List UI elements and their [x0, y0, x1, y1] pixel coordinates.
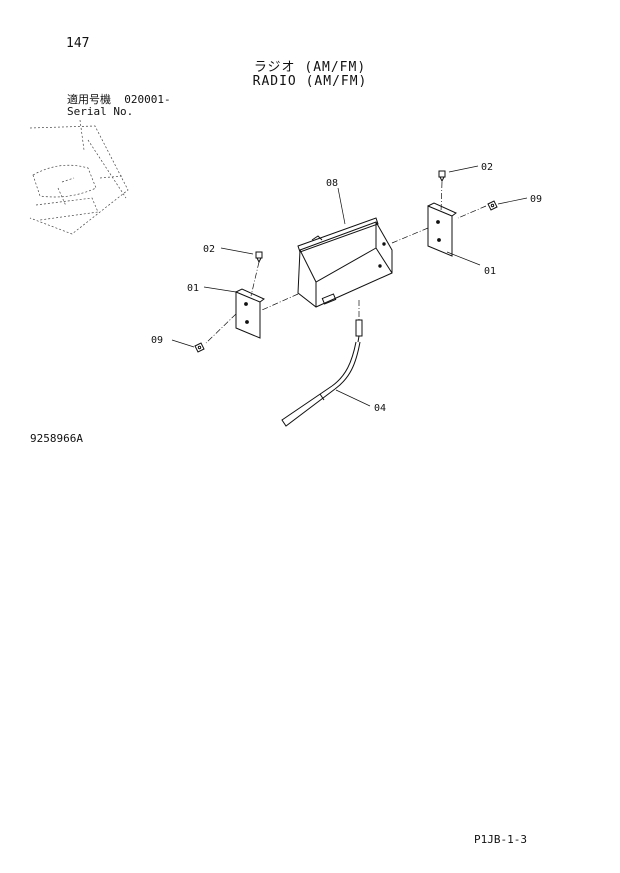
- callout-09-right: 09: [530, 194, 542, 205]
- bracket-left: [235, 288, 265, 339]
- locator-cab-sketch: [29, 119, 129, 235]
- bracket-right: [427, 202, 457, 257]
- callout-09-left: 09: [151, 335, 163, 346]
- callout-04: 04: [374, 403, 386, 414]
- callout-02-left: 02: [203, 244, 215, 255]
- serial-label-en: Serial No.: [67, 105, 134, 118]
- nut-right: [487, 200, 498, 211]
- serial-block: 適用号機 020001- Serial No.: [67, 94, 171, 118]
- page-number: 147: [66, 36, 90, 51]
- antenna-cable: [281, 319, 363, 427]
- serial-range: 020001-: [124, 93, 171, 106]
- callout-01-left: 01: [187, 283, 199, 294]
- bolt-right: [438, 170, 446, 183]
- page-reference: P1JB-1-3: [474, 833, 527, 846]
- callout-01-right: 01: [484, 266, 496, 277]
- callout-08: 08: [326, 178, 338, 189]
- serial-row-jp: 適用号機 020001-: [67, 94, 171, 106]
- nut-left: [194, 342, 205, 353]
- serial-label-jp: 適用号機: [67, 93, 111, 106]
- bolt-left: [255, 251, 263, 264]
- radio-housing: [297, 217, 393, 308]
- callout-leaders: [171, 165, 528, 407]
- assembly-centerlines: [205, 181, 487, 344]
- callout-02-right: 02: [481, 162, 493, 173]
- title-english: RADIO (AM/FM): [252, 74, 368, 89]
- figure-number: 9258966A: [30, 432, 83, 445]
- title-japanese: ラジオ (AM/FM): [253, 60, 367, 75]
